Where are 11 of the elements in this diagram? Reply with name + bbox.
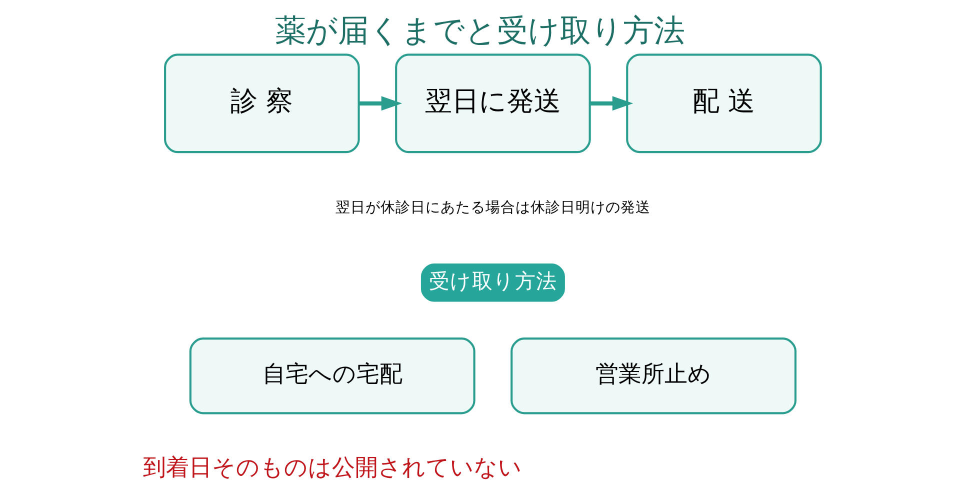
node-box: 診 察 (164, 54, 360, 154)
node-box: 自宅への宅配 (189, 338, 476, 414)
diagram-title: 薬が届くまでと受け取り方法 (275, 13, 685, 50)
arrow (590, 96, 634, 111)
node-box: 翌日に発送 (395, 54, 591, 154)
node-box: 受け取り方法 (420, 263, 565, 302)
arrow (358, 96, 402, 111)
node-box: 営業所止め (510, 338, 796, 414)
node-box: 配 送 (626, 54, 822, 154)
node-label: 翌日が休診日にあたる場合は休診日明けの発送 (335, 200, 650, 216)
label: 到着日そのものは公開されていない (142, 454, 522, 481)
